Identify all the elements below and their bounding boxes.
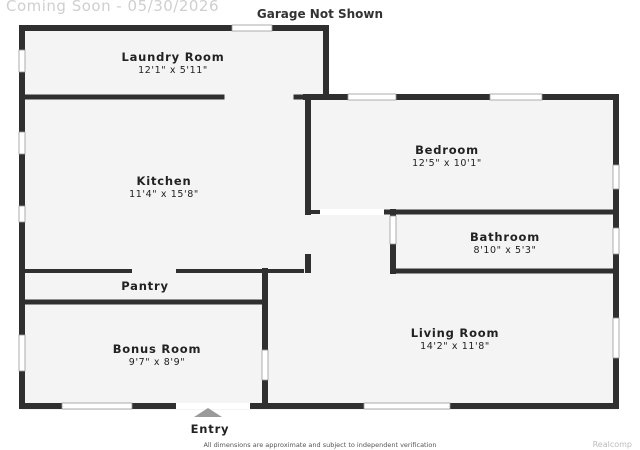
floor-left: [22, 30, 326, 410]
window: [18, 131, 26, 155]
window: [61, 402, 133, 410]
room-living: Living Room 14'2" x 11'8": [355, 326, 555, 352]
room-dims: 9'7" x 8'9": [128, 357, 186, 368]
room-name: Bathroom: [469, 230, 541, 244]
windows: [18, 24, 620, 410]
entry-arrow-icon: [194, 408, 222, 417]
room-dims: 8'10" x 5'3": [473, 245, 537, 256]
room-bathroom: Bathroom 8'10" x 5'3": [420, 230, 590, 256]
room-dims: 12'5" x 10'1": [412, 158, 482, 169]
floor-right: [310, 98, 618, 410]
window: [612, 227, 620, 255]
room-name: Kitchen: [136, 174, 192, 188]
window: [612, 164, 620, 190]
window: [389, 215, 397, 245]
brand-logo: Realcomp: [592, 440, 632, 449]
window: [363, 402, 451, 410]
window: [18, 205, 26, 223]
window: [347, 93, 397, 101]
room-name: Pantry: [121, 279, 169, 293]
room-bonus: Bonus Room 9'7" x 8'9": [57, 342, 257, 368]
room-bedroom: Bedroom 12'5" x 10'1": [362, 143, 532, 169]
room-laundry: Laundry Room 12'1" x 5'11": [73, 50, 273, 76]
window: [18, 334, 26, 372]
window: [261, 349, 269, 381]
doorway: [320, 209, 384, 215]
watermark: Coming Soon - 05/30/2026: [6, 0, 220, 15]
room-name: Bedroom: [415, 143, 479, 157]
room-dims: 14'2" x 11'8": [420, 341, 490, 352]
room-pantry: Pantry: [85, 279, 205, 293]
garage-note: Garage Not Shown: [256, 7, 384, 21]
window: [18, 49, 26, 73]
window: [612, 317, 620, 359]
window: [489, 93, 543, 101]
room-name: Living Room: [410, 326, 500, 340]
disclaimer: All dimensions are approximate and subje…: [203, 441, 437, 449]
room-dims: 12'1" x 5'11": [138, 65, 208, 76]
room-dims: 11'4" x 15'8": [129, 189, 199, 200]
room-kitchen: Kitchen 11'4" x 15'8": [64, 174, 264, 200]
room-name: Bonus Room: [112, 342, 202, 356]
entry-label: Entry: [190, 422, 230, 436]
floor-areas: [22, 30, 618, 410]
window: [231, 24, 273, 32]
room-name: Laundry Room: [121, 50, 225, 64]
entry-opening: [176, 403, 250, 409]
